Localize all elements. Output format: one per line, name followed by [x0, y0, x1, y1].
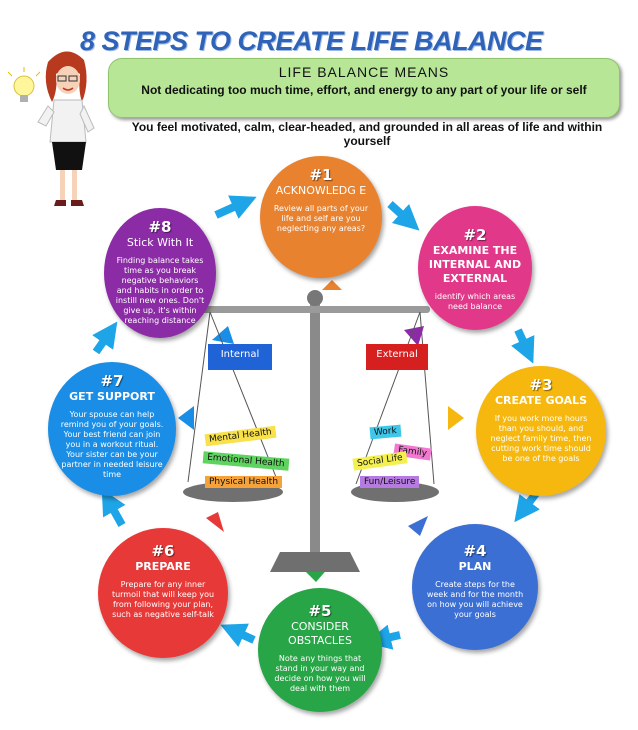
inner-arrow-right [448, 406, 464, 430]
step-7-title: GET SUPPORT [69, 390, 155, 403]
internal-item-physical-health: Physical Health [205, 476, 283, 488]
inner-arrows [178, 280, 464, 582]
inner-arrow-bottom-right [408, 516, 428, 536]
step-2-number: #2 [463, 226, 487, 244]
step-6-description: Prepare for any inner turmoil that will … [111, 580, 215, 619]
woman-illustration [8, 51, 95, 206]
arrow-7-to-8 [92, 321, 118, 355]
inner-arrow-left [178, 406, 194, 430]
step-5-circle: #5 CONSIDER OBSTACLES Note any things th… [258, 588, 382, 712]
external-item-fun-leisure: Fun/Leisure [360, 476, 420, 488]
step-6-title: PREPARE [135, 560, 191, 573]
step-7-circle: #7 GET SUPPORT Your spouse can help remi… [48, 362, 176, 496]
step-2-circle: #2 EXAMINE THE INTERNAL AND EXTERNAL ide… [418, 206, 532, 330]
step-5-description: Note any things that stand in your way a… [274, 654, 366, 693]
arrow-4-to-5 [365, 624, 401, 650]
step-5-number: #5 [308, 602, 332, 620]
feeling-statement: You feel motivated, calm, clear-headed, … [131, 120, 603, 148]
step-8-title: Stick With It [126, 236, 194, 249]
step-4-title: PLAN [458, 560, 492, 573]
step-7-number: #7 [100, 372, 124, 390]
step-4-number: #4 [463, 542, 487, 560]
step-1-description: Review all parts of your life and self a… [273, 204, 369, 233]
arrow-8-to-1 [214, 195, 257, 219]
step-3-title: CREATE GOALS [494, 394, 588, 407]
step-5-title: CONSIDER OBSTACLES [288, 620, 352, 647]
inner-arrow-top [322, 280, 342, 290]
step-3-description: If you work more hours than you should, … [490, 414, 592, 463]
inner-arrow-bottom-left [206, 512, 224, 532]
step-4-circle: #4 PLAN Create steps for the week and fo… [412, 524, 538, 650]
step-7-description: Your spouse can help remind you of your … [60, 410, 164, 479]
internal-label: Internal [208, 344, 272, 370]
step-2-description: identify which areas need balance [434, 292, 516, 311]
step-6-circle: #6 PREPARE Prepare for any inner turmoil… [98, 528, 228, 658]
definition-text: Not dedicating too much time, effort, an… [141, 83, 587, 97]
external-label: External [366, 344, 428, 370]
step-3-circle: #3 CREATE GOALS If you work more hours t… [476, 366, 606, 496]
step-1-title: ACKNOWLEDG E [275, 184, 367, 197]
step-6-number: #6 [151, 542, 175, 560]
inner-arrow-top-left [212, 326, 234, 344]
step-2-title: EXAMINE THE INTERNAL AND EXTERNAL [428, 244, 522, 285]
arrow-6-to-7 [101, 488, 126, 527]
arrow-5-to-6 [220, 623, 256, 647]
step-8-circle: #8 Stick With It Finding balance takes t… [104, 208, 216, 338]
step-8-description: Finding balance takes time as you break … [115, 256, 205, 325]
life-balance-definition-box: LIFE BALANCE MEANS Not dedicating too mu… [108, 58, 620, 118]
step-3-number: #3 [529, 376, 553, 394]
page-title: 8 STEPS TO CREATE LIFE BALANCE [80, 26, 543, 56]
inner-arrow-top-right [404, 326, 424, 346]
step-1-number: #1 [309, 166, 333, 184]
step-8-number: #8 [148, 218, 172, 236]
lightbulb-icon [8, 67, 41, 102]
arrow-1-to-2 [387, 201, 420, 231]
step-4-description: Create steps for the week and for the mo… [426, 580, 524, 619]
arrow-2-to-3 [511, 328, 535, 364]
definition-title: LIFE BALANCE MEANS [278, 64, 450, 80]
step-1-circle: #1 ACKNOWLEDG E Review all parts of your… [260, 156, 382, 278]
